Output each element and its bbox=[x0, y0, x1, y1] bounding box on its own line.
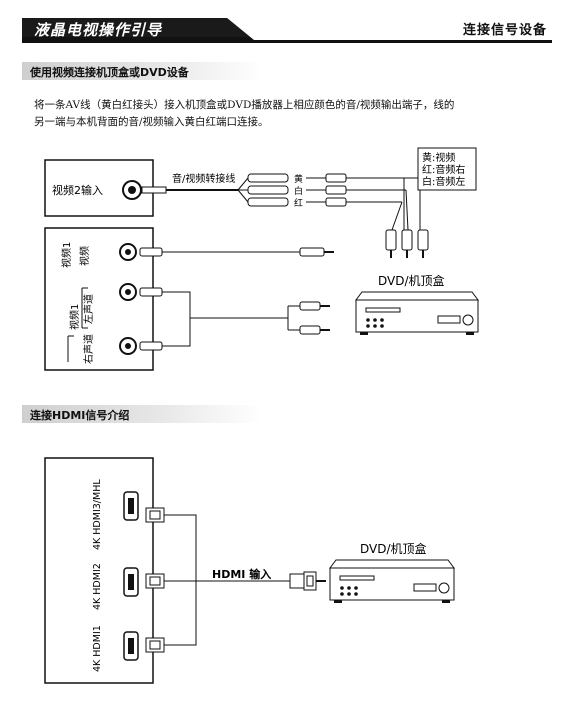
hdmi1-label: 4K HDMI1 bbox=[92, 625, 103, 672]
section-name: 连接信号设备 bbox=[462, 23, 547, 38]
video2-jack bbox=[122, 180, 142, 200]
cable-label: 音/视频转接线 bbox=[172, 172, 235, 185]
video1-jack bbox=[119, 243, 137, 261]
dvd-device-label-hdmi: DVD/机顶盒 bbox=[360, 541, 427, 556]
hdmi1-port bbox=[123, 631, 139, 661]
hdmi2-port bbox=[123, 567, 139, 597]
hdmi-device-plug bbox=[289, 571, 326, 591]
hdmi3-port bbox=[123, 491, 139, 521]
header-bar bbox=[22, 18, 552, 43]
color-legend-box bbox=[417, 147, 477, 191]
video1-label-a: 视频1 bbox=[60, 242, 73, 268]
hdmi2-label: 4K HDMI2 bbox=[92, 563, 103, 610]
legend-white: 白:音频左 bbox=[422, 175, 465, 188]
tv-av1-panel bbox=[44, 227, 154, 371]
hdmi-section-heading: 连接HDMI信号介绍 bbox=[30, 409, 130, 422]
legend-yellow: 黄:视频 bbox=[422, 151, 455, 164]
hdmi-section-heading-bar bbox=[22, 405, 262, 423]
video1-label-b: 视频 bbox=[78, 246, 91, 266]
dvd-vertical-plugs bbox=[385, 229, 429, 258]
hdmi3-label: 4K HDMI3/MHL bbox=[92, 479, 103, 550]
left-audio-jack bbox=[119, 283, 137, 301]
hdmi-input-label: HDMI 输入 bbox=[212, 567, 271, 581]
hdmi-cable-plugs bbox=[145, 507, 165, 653]
video2-input-label: 视频2输入 bbox=[52, 183, 103, 197]
dvd-device-hdmi bbox=[329, 559, 455, 603]
dvd-device-av bbox=[355, 291, 479, 335]
right-audio-label-a: 右声道 bbox=[82, 334, 95, 364]
av-section-heading-bar bbox=[22, 62, 262, 80]
brand-title: 液晶电视操作引导 bbox=[34, 21, 163, 39]
cable-color-red: 红 bbox=[294, 197, 303, 209]
legend-red: 红:音频右 bbox=[422, 163, 465, 176]
left-audio-label-a: 左声道 bbox=[82, 294, 95, 324]
hdmi-connection-diagram: 4K HDMI3/MHL 4K HDMI2 4K HDMI1 HDMI 输入 D… bbox=[44, 457, 455, 684]
tv-hdmi-panel bbox=[44, 457, 154, 684]
cable-color-white: 白 bbox=[294, 185, 303, 197]
av-connection-diagram: 视频2输入 音/视频转接线 黄 白 红 黄:视频 红:音频右 白:音频左 bbox=[44, 147, 479, 371]
right-audio-jack bbox=[119, 337, 137, 355]
av-section-heading: 使用视频连接机顶盒或DVD设备 bbox=[30, 66, 189, 79]
dvd-device-label-av: DVD/机顶盒 bbox=[378, 273, 445, 288]
cable-plug-group bbox=[247, 173, 289, 207]
left-audio-label-b: 视频1 bbox=[68, 304, 81, 330]
av-intro-line-2: 另一端与本机背面的音/视频输入黄白红端口连接。 bbox=[34, 116, 269, 128]
cable-color-yellow: 黄 bbox=[294, 173, 303, 185]
av-intro-line-1: 将一条AV线（黄白红接头）接入机顶盒或DVD播放器上相应颜色的音/视频输出端子，… bbox=[34, 99, 455, 111]
